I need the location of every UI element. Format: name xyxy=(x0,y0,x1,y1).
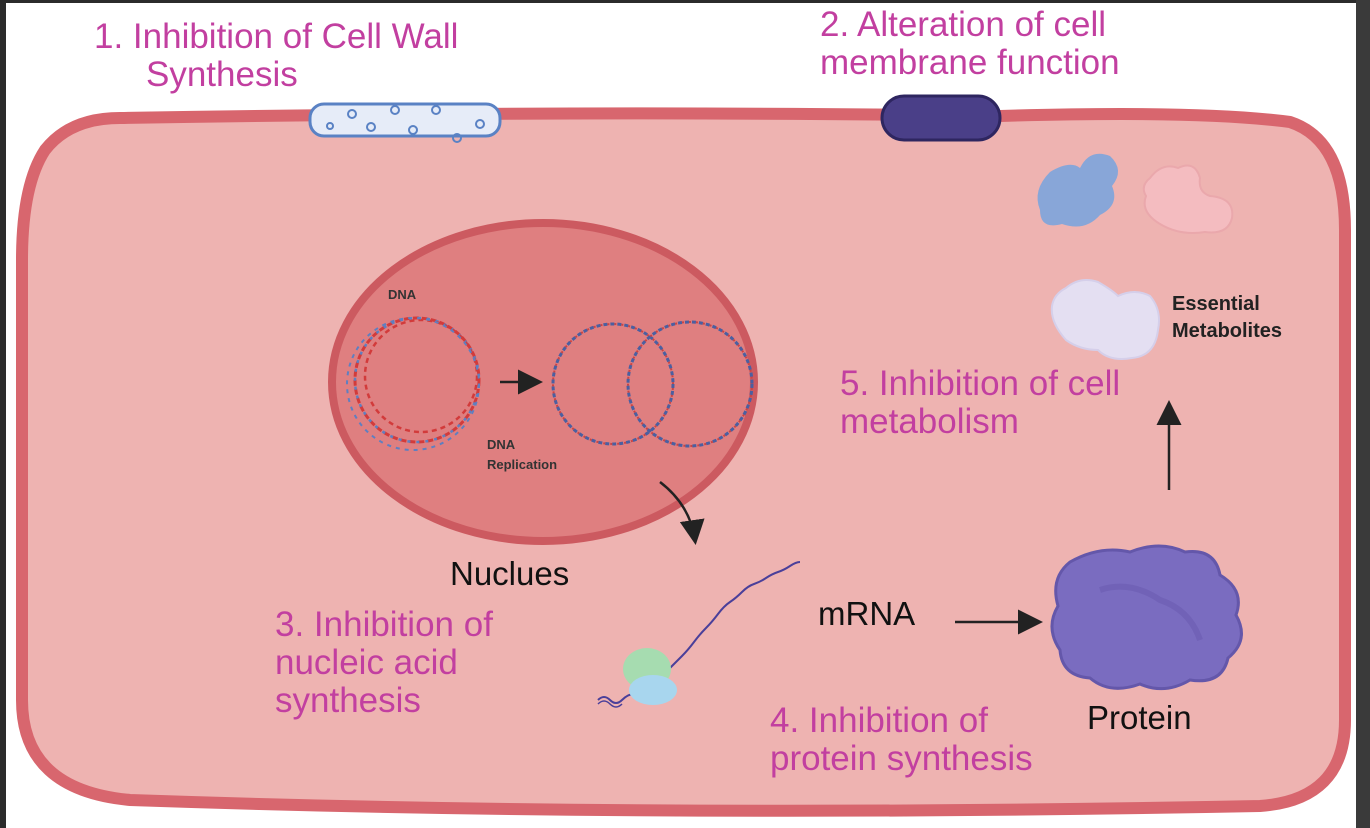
dna-label: DNA xyxy=(388,287,417,302)
metabolites-label-line-2: Metabolites xyxy=(1172,320,1283,342)
mrna-label: mRNA xyxy=(818,595,916,632)
metabolism-label-line-1: 5. Inhibition of cell xyxy=(840,364,1121,403)
metabolites-label-line-1: Essential xyxy=(1172,293,1260,315)
membrane-protein-icon xyxy=(880,94,1002,142)
nucleic-acid-label-line-1: 3. Inhibition of xyxy=(275,605,493,644)
metabolite-lilac-icon xyxy=(1050,279,1160,360)
cell-wall-channel-icon xyxy=(308,102,502,143)
window-frame-top xyxy=(0,0,1370,3)
cell-wall-label-line-1: 1. Inhibition of Cell Wall xyxy=(94,17,459,56)
cell-wall-label-line-2: Synthesis xyxy=(146,54,298,94)
nucleic-acid-label-line-3: synthesis xyxy=(275,680,421,720)
membrane-label-line-1: 2. Alteration of cell xyxy=(820,5,1106,44)
nucleic-acid-label: 3. Inhibition of nucleic acid synthesis xyxy=(275,606,493,719)
membrane-label-line-2: membrane function xyxy=(820,42,1120,82)
window-frame-left xyxy=(0,0,6,828)
dna-circle-icon xyxy=(346,316,481,451)
protein-synthesis-label-line-2: protein synthesis xyxy=(770,738,1033,778)
protein-label: Protein xyxy=(1087,699,1192,736)
metabolism-label: 5. Inhibition of cell metabolism xyxy=(840,365,1120,441)
replication-label-line-1: DNA xyxy=(487,437,516,452)
nucleus-label: Nuclues xyxy=(450,555,570,592)
metabolite-pink-icon xyxy=(1142,164,1234,234)
metabolites-label: Essential Metabolites xyxy=(1172,291,1282,345)
metabolism-label-line-2: metabolism xyxy=(840,401,1019,441)
cell-wall-label: 1. Inhibition of Cell Wall Synthesis xyxy=(94,18,458,94)
nucleic-acid-label-line-2: nucleic acid xyxy=(275,642,458,682)
ribosome-icon xyxy=(623,648,677,705)
replication-label-line-2: Replication xyxy=(487,456,558,472)
protein-synthesis-label: 4. Inhibition of protein synthesis xyxy=(770,702,1033,778)
metabolite-blue-icon xyxy=(1037,153,1119,227)
window-frame-right xyxy=(1356,0,1370,828)
transcription-arrow xyxy=(659,481,705,545)
protein-synthesis-label-line-1: 4. Inhibition of xyxy=(770,701,988,740)
replication-label: DNA Replication xyxy=(487,435,557,474)
nucleus xyxy=(328,219,758,545)
replicated-dna-icon xyxy=(551,320,754,448)
membrane-label: 2. Alteration of cell membrane function xyxy=(820,6,1120,82)
protein-icon xyxy=(1050,544,1243,691)
